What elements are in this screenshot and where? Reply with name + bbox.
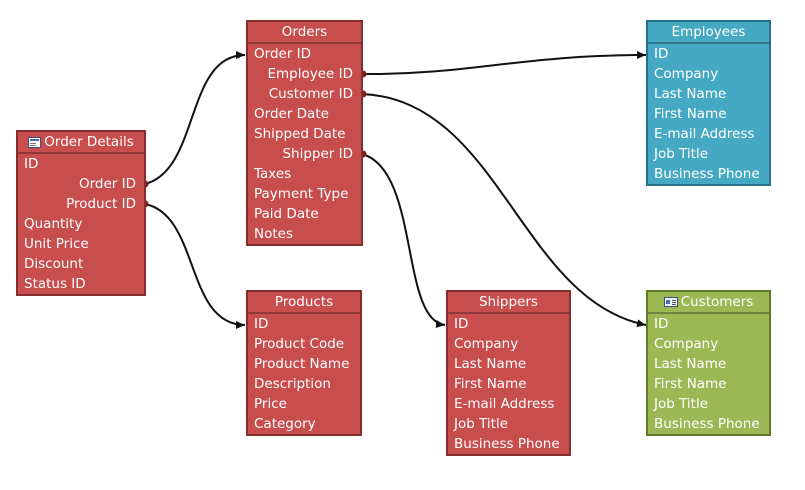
field-unit-price[interactable]: Unit Price <box>24 236 89 252</box>
field-description[interactable]: Description <box>254 376 331 392</box>
table-title[interactable]: Order Details <box>18 132 144 154</box>
field-status-id[interactable]: Status ID <box>24 276 86 292</box>
field-id[interactable]: ID <box>254 316 269 332</box>
field-product-code[interactable]: Product Code <box>254 336 345 352</box>
table-title-text: Shippers <box>479 294 538 310</box>
table-title[interactable]: Employees <box>648 22 769 44</box>
table-title-text: Order Details <box>44 134 134 150</box>
field-id[interactable]: ID <box>654 316 669 332</box>
table-order-details[interactable]: Order Details ID Order ID Product ID Qua… <box>16 130 146 296</box>
field-company[interactable]: Company <box>654 66 719 82</box>
field-last-name[interactable]: Last Name <box>454 356 527 372</box>
field-business-phone[interactable]: Business Phone <box>454 436 560 452</box>
field-customer-id[interactable]: Customer ID <box>268 86 353 102</box>
field-company[interactable]: Company <box>654 336 719 352</box>
field-category[interactable]: Category <box>254 416 316 432</box>
field-job-title[interactable]: Job Title <box>454 416 509 432</box>
table-shippers[interactable]: Shippers ID Company Last Name First Name… <box>446 290 571 456</box>
field-payment-type[interactable]: Payment Type <box>254 186 349 202</box>
table-title[interactable]: Customers <box>648 292 769 314</box>
card-icon <box>663 297 678 307</box>
table-customers[interactable]: Customers ID Company Last Name First Nam… <box>646 290 771 436</box>
field-business-phone[interactable]: Business Phone <box>654 416 760 432</box>
table-title-text: Employees <box>671 24 746 40</box>
field-job-title[interactable]: Job Title <box>654 146 709 162</box>
field-first-name[interactable]: First Name <box>454 376 527 392</box>
field-order-id[interactable]: Order ID <box>78 176 136 192</box>
field-first-name[interactable]: First Name <box>654 106 727 122</box>
table-title-text: Products <box>274 294 334 310</box>
field-job-title[interactable]: Job Title <box>654 396 709 412</box>
link-orders-shipperid-to-shippers <box>361 153 446 328</box>
link-orderdetails-productid-to-products <box>144 203 246 329</box>
field-shipped-date[interactable]: Shipped Date <box>254 126 346 142</box>
field-email-address[interactable]: E-mail Address <box>654 126 755 142</box>
field-first-name[interactable]: First Name <box>654 376 727 392</box>
field-price[interactable]: Price <box>254 396 287 412</box>
field-id[interactable]: ID <box>654 46 669 62</box>
table-title-text: Customers <box>680 294 754 310</box>
field-quantity[interactable]: Quantity <box>24 216 83 232</box>
table-title[interactable]: Orders <box>248 22 361 44</box>
field-taxes[interactable]: Taxes <box>254 166 292 182</box>
field-company[interactable]: Company <box>454 336 519 352</box>
field-email-address[interactable]: E-mail Address <box>454 396 555 412</box>
table-employees[interactable]: Employees ID Company Last Name First Nam… <box>646 20 771 186</box>
table-icon <box>28 136 42 148</box>
field-id[interactable]: ID <box>454 316 469 332</box>
link-orderdetails-orderid-to-orders <box>144 51 246 185</box>
field-notes[interactable]: Notes <box>254 226 293 242</box>
table-title[interactable]: Products <box>248 292 360 314</box>
field-business-phone[interactable]: Business Phone <box>654 166 760 182</box>
field-order-date[interactable]: Order Date <box>254 106 329 122</box>
field-discount[interactable]: Discount <box>24 256 84 272</box>
link-orders-employeeid-to-employees <box>361 51 647 76</box>
table-orders[interactable]: Orders Order ID Employee ID Customer ID … <box>246 20 363 246</box>
field-shipper-id[interactable]: Shipper ID <box>282 146 353 162</box>
field-product-id[interactable]: Product ID <box>66 196 136 212</box>
field-product-name[interactable]: Product Name <box>254 356 350 372</box>
field-id[interactable]: ID <box>24 156 39 172</box>
field-paid-date[interactable]: Paid Date <box>254 206 319 222</box>
field-last-name[interactable]: Last Name <box>654 86 727 102</box>
table-title[interactable]: Shippers <box>448 292 569 314</box>
table-products[interactable]: Products ID Product Code Product Name De… <box>246 290 362 436</box>
field-order-id[interactable]: Order ID <box>254 46 312 62</box>
table-title-text: Orders <box>281 24 328 40</box>
field-last-name[interactable]: Last Name <box>654 356 727 372</box>
field-employee-id[interactable]: Employee ID <box>267 66 353 82</box>
